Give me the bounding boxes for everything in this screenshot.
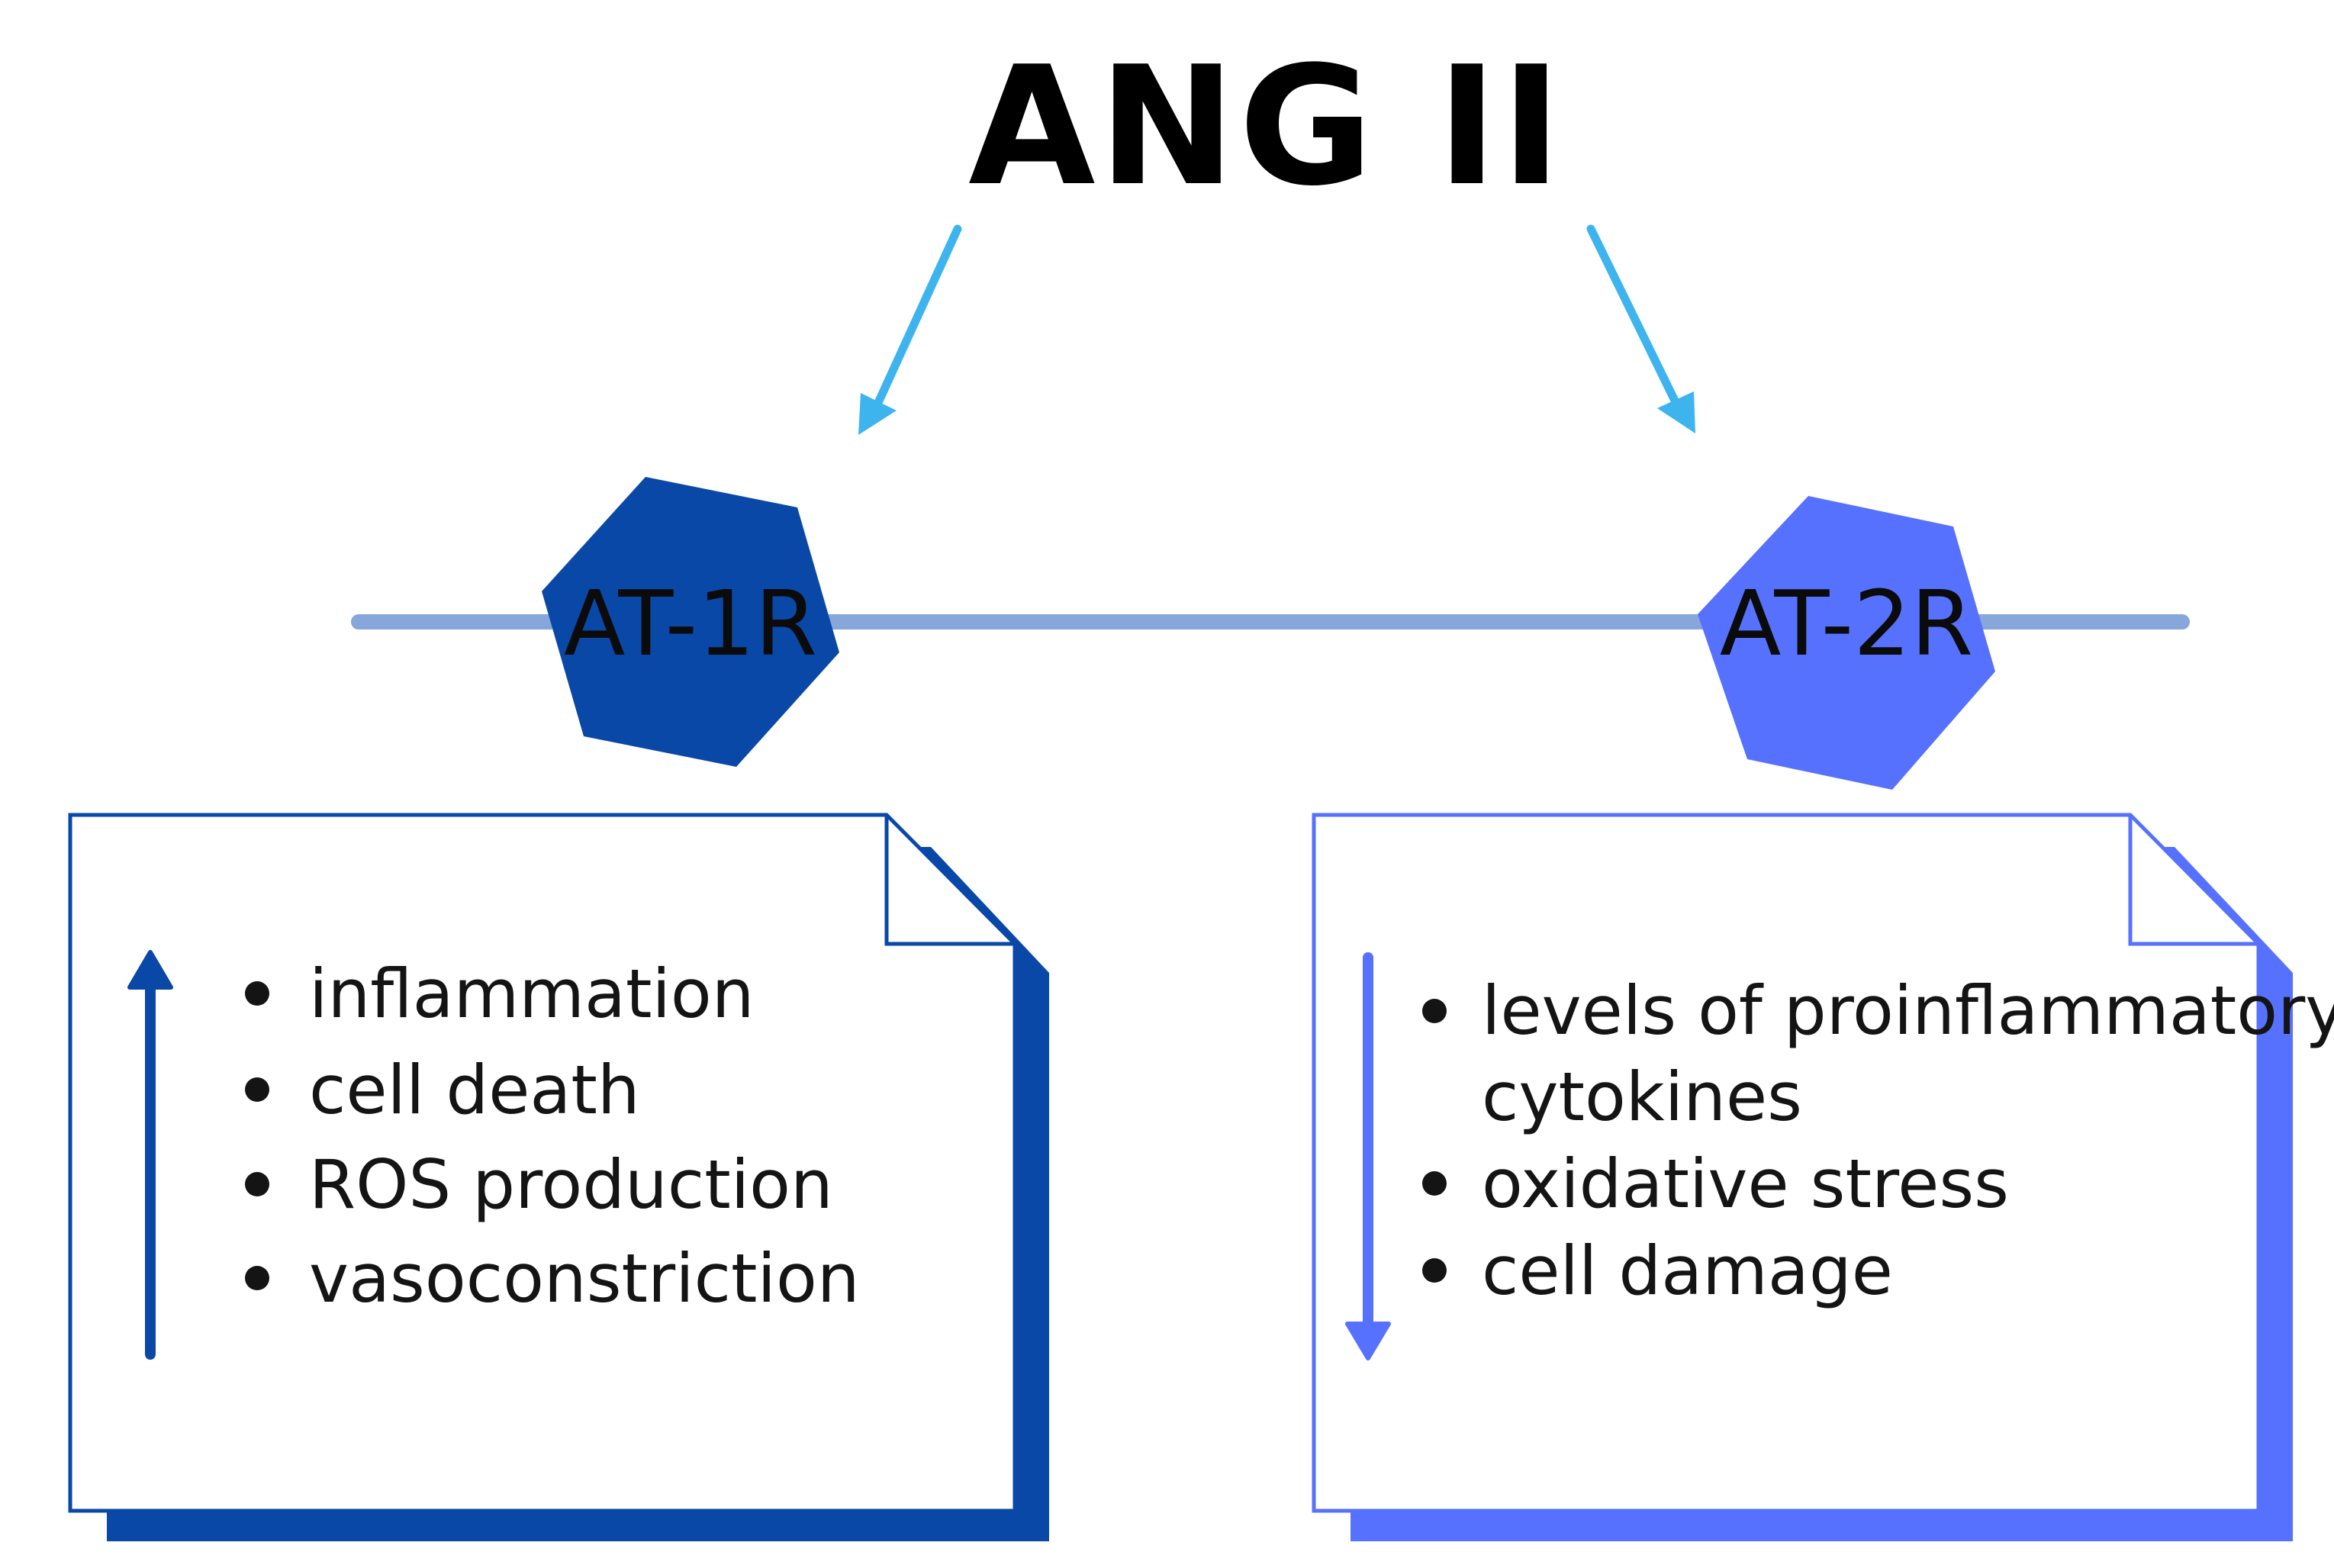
at1r-label: AT-1R bbox=[564, 571, 817, 676]
bullet-dot bbox=[245, 1172, 269, 1196]
effect-cell-death: cell death bbox=[309, 1051, 640, 1129]
at2r-label: AT-2R bbox=[1720, 571, 1973, 676]
effect-ros-production: ROS production bbox=[309, 1145, 833, 1224]
at1r-effects-list: inflammation cell death ROS production v… bbox=[245, 955, 860, 1318]
bullet-dot bbox=[245, 981, 269, 1006]
at2r-receptor-hexagon bbox=[1698, 496, 1995, 790]
increase-arrow-icon bbox=[127, 950, 173, 1360]
effect-oxidative-stress: oxidative stress bbox=[1482, 1145, 2009, 1223]
bullet-dot bbox=[1422, 999, 1447, 1023]
decrease-arrow-icon bbox=[1345, 952, 1391, 1360]
bullet-dot bbox=[1422, 1258, 1447, 1283]
effect-cell-damage: cell damage bbox=[1482, 1232, 1893, 1310]
bullet-dot bbox=[245, 1266, 269, 1290]
bullet-dot bbox=[1422, 1171, 1447, 1196]
effect-proinflammatory-cytokines: levels of proinflammatory cytokines bbox=[1482, 971, 2334, 1136]
arrow-to-at1r bbox=[858, 224, 962, 435]
at1r-effects-note bbox=[68, 813, 1049, 1541]
at2r-effects-note bbox=[1312, 813, 2293, 1541]
effect-vasoconstriction: vasoconstriction bbox=[309, 1239, 860, 1318]
at1r-receptor-hexagon bbox=[542, 477, 839, 767]
title-ang-ii: ANG II bbox=[968, 31, 1565, 222]
arrow-to-at2r bbox=[1586, 224, 1695, 433]
effect-inflammation: inflammation bbox=[309, 955, 755, 1033]
effect-line: cytokines bbox=[1482, 1058, 1802, 1136]
effect-line: levels of proinflammatory bbox=[1482, 971, 2334, 1050]
at2r-effects-list: levels of proinflammatory cytokines oxid… bbox=[1422, 971, 2334, 1310]
bullet-dot bbox=[245, 1077, 269, 1102]
